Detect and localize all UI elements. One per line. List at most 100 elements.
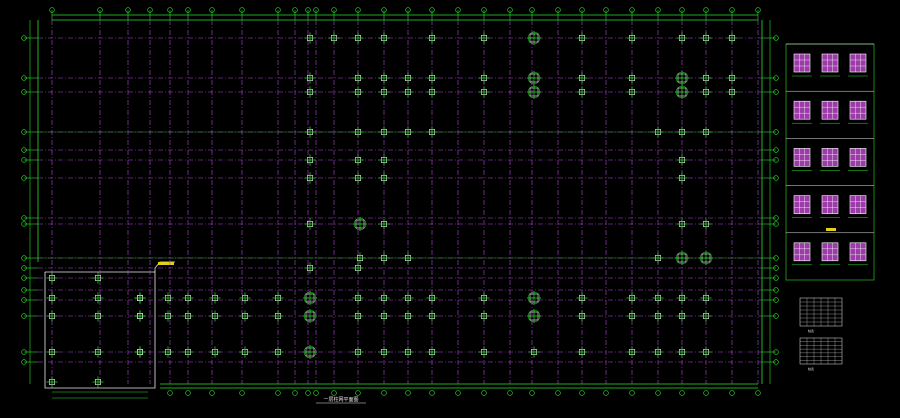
column-detail-panel[interactable] [785,43,875,281]
detail-highlight-tag [826,228,836,231]
axis-bubble-right [773,75,779,81]
column-marker [700,86,712,98]
axis-bubble-right [773,157,779,163]
column-marker [626,346,638,358]
axis-bubble-top [167,7,173,13]
axis-bubble-bottom [555,390,561,396]
column-markers[interactable] [46,31,738,388]
column-marker [303,345,317,359]
column-marker [478,32,490,44]
column-marker [652,346,664,358]
column-section-detail [820,242,840,266]
axis-bubble-bottom [679,390,685,396]
column-section-detail [792,148,812,171]
axis-bubble-left [21,297,27,303]
column-marker [378,172,390,184]
column-marker [182,292,194,304]
axis-bubble-top [603,7,609,13]
column-marker [527,291,541,305]
column-marker [402,292,414,304]
axis-bubble-left [21,129,27,135]
column-marker [426,72,438,84]
column-marker [304,126,316,138]
axis-bubble-left [21,147,27,153]
axis-bubble-top [305,7,311,13]
column-marker [478,292,490,304]
column-schedule-table-2 [799,337,843,365]
column-marker [92,376,104,388]
column-marker [527,31,541,45]
column-marker [676,292,688,304]
axis-bubble-bottom [603,390,609,396]
column-marker [209,310,221,322]
axis-bubble-bottom [292,390,298,396]
column-marker [46,292,58,304]
axis-bubble-bottom [529,390,535,396]
axis-bubble-right [773,297,779,303]
axis-bubble-top [529,7,535,13]
axis-bubble-top [629,7,635,13]
axis-bubble-left [21,35,27,41]
axis-bubble-bottom [405,390,411,396]
column-section-detail [792,53,812,77]
column-marker [352,154,364,166]
axis-bubble-left [21,255,27,261]
column-marker [626,72,638,84]
column-marker [402,126,414,138]
column-marker [352,292,364,304]
column-marker [304,32,316,44]
column-marker [303,309,317,323]
axis-bubble-right [773,265,779,271]
axis-bubble-left [21,313,27,319]
axis-bubble-left [21,175,27,181]
column-marker [46,310,58,322]
axis-bubble-top [455,7,461,13]
column-marker [478,310,490,322]
column-marker [46,346,58,358]
column-marker [726,32,738,44]
column-section-detail [848,53,868,77]
column-marker [675,251,689,265]
axis-bubble-top [703,7,709,13]
column-marker [402,252,414,264]
axis-bubble-top [125,7,131,13]
column-marker [726,72,738,84]
column-marker [478,72,490,84]
column-marker [162,346,174,358]
schedule-table-1-caption: 柱表 [808,329,815,333]
column-marker [272,292,284,304]
axis-bubble-top [331,7,337,13]
column-marker [652,126,664,138]
column-marker [426,86,438,98]
column-section-detail [820,100,840,124]
column-marker [576,310,588,322]
column-marker [576,346,588,358]
column-schedule-table-1 [799,297,843,327]
column-marker [304,218,316,230]
axis-bubble-top [655,7,661,13]
column-marker [239,310,251,322]
column-marker [576,72,588,84]
axis-bubble-bottom [481,390,487,396]
column-marker [426,346,438,358]
column-marker [700,126,712,138]
column-marker [378,126,390,138]
axis-bubble-top [405,7,411,13]
annex-label-tag [158,262,174,265]
axis-bubble-top [555,7,561,13]
column-marker [676,346,688,358]
column-marker [652,252,664,264]
axis-bubble-right [773,129,779,135]
column-marker [352,32,364,44]
column-marker [378,292,390,304]
axis-bubble-bottom [579,390,585,396]
axis-bubble-top [507,7,513,13]
column-section-detail [848,242,868,266]
column-marker [700,310,712,322]
column-section-detail [792,100,812,124]
column-marker [378,86,390,98]
axis-bubble-right [773,89,779,95]
column-marker [700,32,712,44]
column-marker [182,310,194,322]
